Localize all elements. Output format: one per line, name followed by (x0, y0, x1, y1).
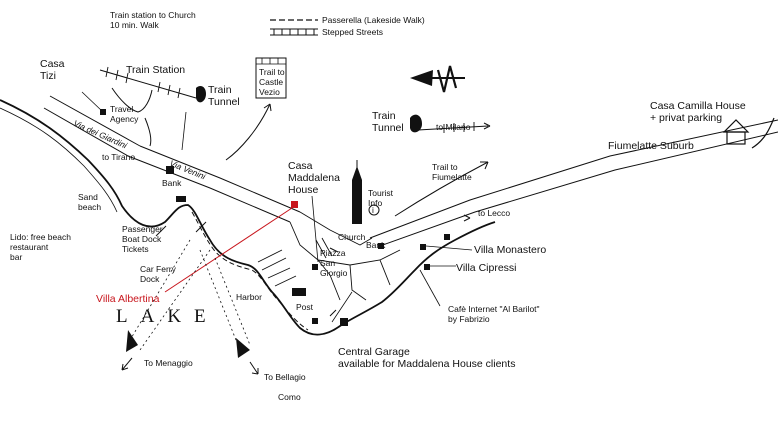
via-dei-giardini-road (43, 95, 141, 157)
leader-lines (81, 91, 473, 323)
label-villa-monastero: Villa Monastero (474, 244, 547, 256)
train-tunnel-icon (196, 86, 422, 133)
church-icon (352, 160, 362, 224)
label-train-tunnel-1: Train Tunnel (208, 84, 240, 108)
label-bank-1: Bank (162, 178, 182, 188)
villa-albertina-line (164, 207, 293, 293)
town-streets (289, 211, 401, 301)
shoreline (0, 99, 496, 336)
label-church: Church (338, 232, 366, 242)
label-passenger-dock: Passenger Boat Dock Tickets (122, 224, 163, 254)
north-arrow-icon (410, 65, 465, 93)
legend-passerella-label: Passerella (Lakeside Walk) (322, 15, 425, 25)
walk-note: Train station to Church 10 min. Walk (110, 10, 196, 30)
label-lido: Lido: free beach restaurant bar (10, 232, 71, 262)
railway-ticks-south (443, 122, 475, 133)
label-to-milano: to Milano (436, 122, 471, 132)
label-central-garage: Central Garage available for Maddalena H… (338, 346, 516, 370)
label-harbor: Harbor (236, 292, 262, 302)
casa-maddalena-marker (291, 201, 298, 208)
station-road (111, 87, 153, 147)
label-sand-beach: Sand beach (78, 192, 102, 212)
label-bank-2: Bank (366, 240, 386, 250)
label-fiumelatte: Fiumelatte Suburb (608, 140, 694, 152)
label-trail-castle: Trail to Castle Vezio (259, 67, 285, 97)
shoreline-inner (0, 107, 118, 213)
label-train-tunnel-2: Train Tunnel (372, 110, 404, 134)
house-icon (722, 117, 775, 149)
label-to-menaggio: To Menaggio (144, 358, 193, 368)
label-post: Post (296, 302, 314, 312)
trail-castle-box (255, 57, 287, 99)
label-piazza: Piazza San Giorgio (320, 248, 348, 278)
railway-north (99, 69, 197, 99)
label-casa-maddalena: Casa Maddalena House (288, 160, 340, 196)
legend-stepped-symbol (270, 28, 318, 36)
label-casa-camilla: Casa Camilla House + privat parking (650, 100, 746, 124)
label-to-bellagio: To Bellagio (264, 372, 306, 382)
legend-stepped-label: Stepped Streets (322, 27, 383, 37)
label-tourist-info: Tourist Info (368, 188, 394, 208)
location-markers (100, 109, 450, 326)
via-venini-road (127, 145, 301, 223)
label-trail-fiumelatte: Trail to Fiumelatte (432, 162, 472, 182)
label-villa-albertina: Villa Albertina (96, 293, 160, 305)
stepped-streets (257, 237, 333, 287)
info-icon-letter: i (372, 205, 374, 215)
info-icon (368, 204, 380, 216)
ferry-icon (126, 330, 250, 358)
label-car-ferry: Car Ferry Dock (140, 264, 176, 284)
label-train-station: Train Station (126, 64, 186, 76)
railway-ticks-north (105, 66, 181, 99)
label-como: Como (278, 392, 301, 402)
passerella-path (191, 211, 309, 331)
label-travel-agency: Travel Agency (110, 104, 139, 124)
label-casa-tizi: Casa Tizi (40, 58, 65, 82)
boat-routes (129, 239, 251, 351)
label-to-lecco: to Lecco (478, 208, 511, 218)
trail-arrows (155, 103, 491, 317)
label-lake: LAKE (116, 306, 219, 327)
label-villa-cipressi: Villa Cipressi (456, 262, 517, 274)
railway-south (417, 125, 489, 131)
label-cafe: Cafè Internet "Al Barilot" by Fabrizio (448, 304, 540, 324)
boat-route-arrows (121, 357, 259, 375)
label-to-tirano: to Tirano (102, 152, 136, 162)
lecco-road (369, 119, 778, 247)
castle-box-ticks (256, 58, 286, 65)
